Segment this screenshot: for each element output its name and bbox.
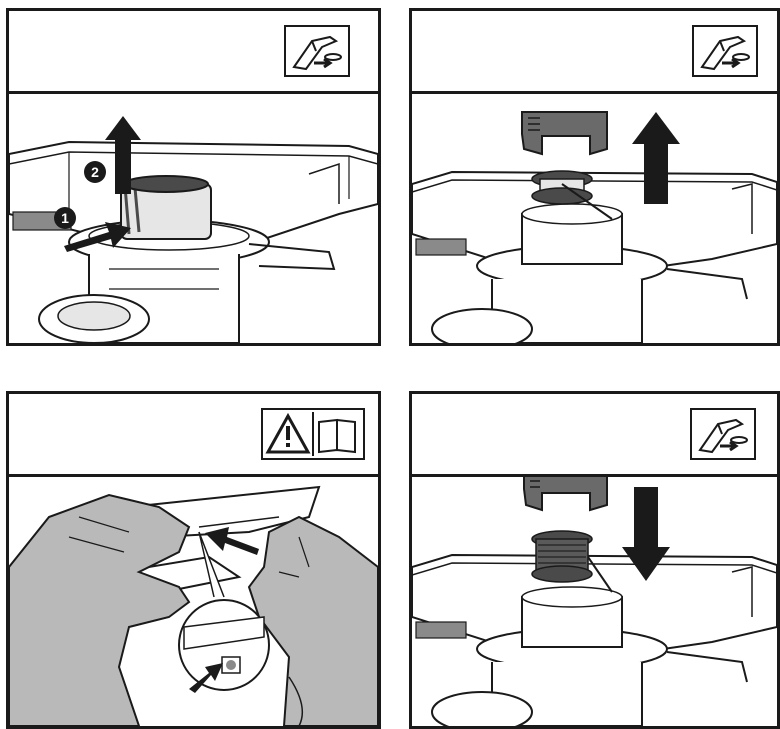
step-3-header [9, 394, 378, 477]
step-3-panel [6, 391, 381, 729]
step-3-illustration [9, 477, 378, 726]
callout-1: 1 [61, 210, 69, 226]
step-1-panel: 1 2 [6, 8, 381, 346]
power-off-unplug-icon [284, 25, 350, 77]
power-off-unplug-icon [692, 25, 758, 77]
read-manual-book-icon [319, 420, 355, 452]
warning-read-manual-icon [261, 408, 365, 460]
step-1-header [9, 11, 378, 94]
step-4-header [412, 394, 777, 477]
step-4-panel [409, 391, 780, 729]
step-4-illustration [412, 477, 777, 726]
step-2-panel [409, 8, 780, 346]
step-2-header [412, 11, 777, 94]
callout-2: 2 [91, 164, 99, 180]
power-off-unplug-icon [690, 408, 756, 460]
step-1-illustration: 1 2 [9, 94, 378, 343]
step-2-illustration [412, 94, 777, 343]
